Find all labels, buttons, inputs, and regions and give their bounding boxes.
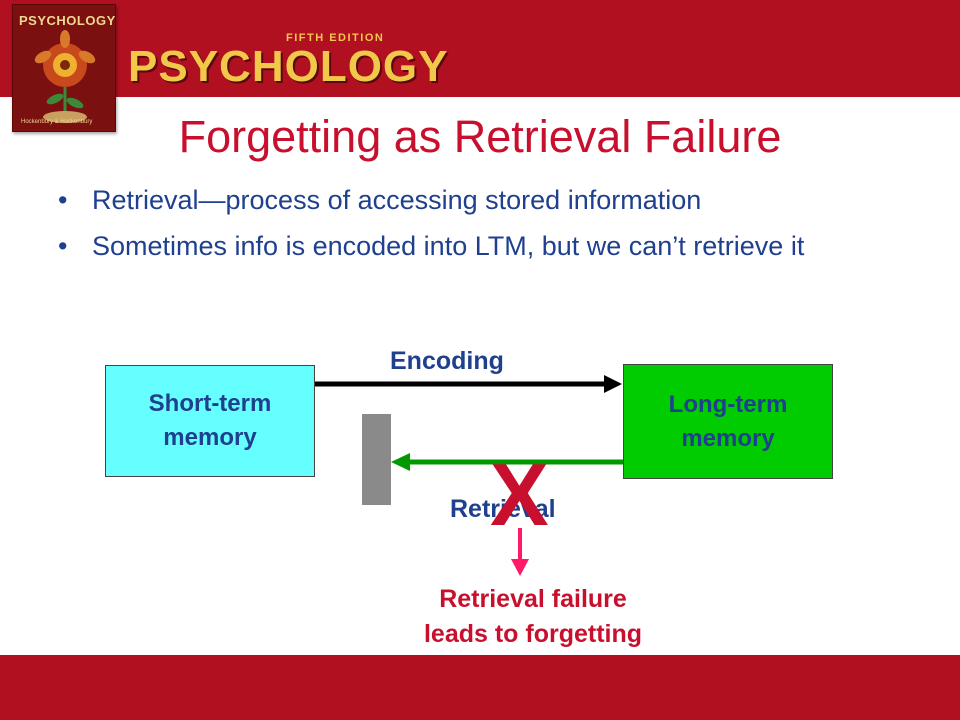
long-term-memory-box: Long-term memory <box>623 364 833 479</box>
cover-title: PSYCHOLOGY <box>19 13 116 28</box>
bullet-list: • Retrieval—process of accessing stored … <box>58 182 918 274</box>
retrieval-failure-text: Retrieval failure leads to forgetting <box>423 585 643 648</box>
short-term-memory-box: Short-term memory <box>105 365 315 477</box>
top-banner <box>0 0 960 97</box>
bullet-text: Sometimes info is encoded into LTM, but … <box>92 231 805 261</box>
barrier-block-icon <box>362 414 391 505</box>
failure-arrow <box>511 528 529 576</box>
bullet-item: • Retrieval—process of accessing stored … <box>58 182 918 218</box>
bullet-text: Retrieval—process of accessing stored in… <box>92 185 702 215</box>
edition-label: FIFTH EDITION <box>286 32 385 44</box>
encoding-label: Encoding <box>390 347 504 375</box>
bottom-banner <box>0 655 960 720</box>
flower-head-illustration-icon <box>34 30 96 123</box>
bullet-dot: • <box>58 231 68 261</box>
bullet-dot: • <box>58 185 68 215</box>
book-cover: PSYCHOLOGY Hockenbury & Hockenbury <box>12 4 116 132</box>
encoding-arrow <box>313 375 622 393</box>
x-mark: X <box>490 445 549 544</box>
slide-title: Forgetting as Retrieval Failure <box>178 111 782 162</box>
bullet-item: • Sometimes info is encoded into LTM, bu… <box>58 228 918 264</box>
book-title: PSYCHOLOGY <box>128 42 449 91</box>
retrieval-label: Retrieval <box>450 495 556 523</box>
cover-authors: Hockenbury & Hockenbury <box>21 119 93 125</box>
retrieval-arrow <box>391 453 623 471</box>
